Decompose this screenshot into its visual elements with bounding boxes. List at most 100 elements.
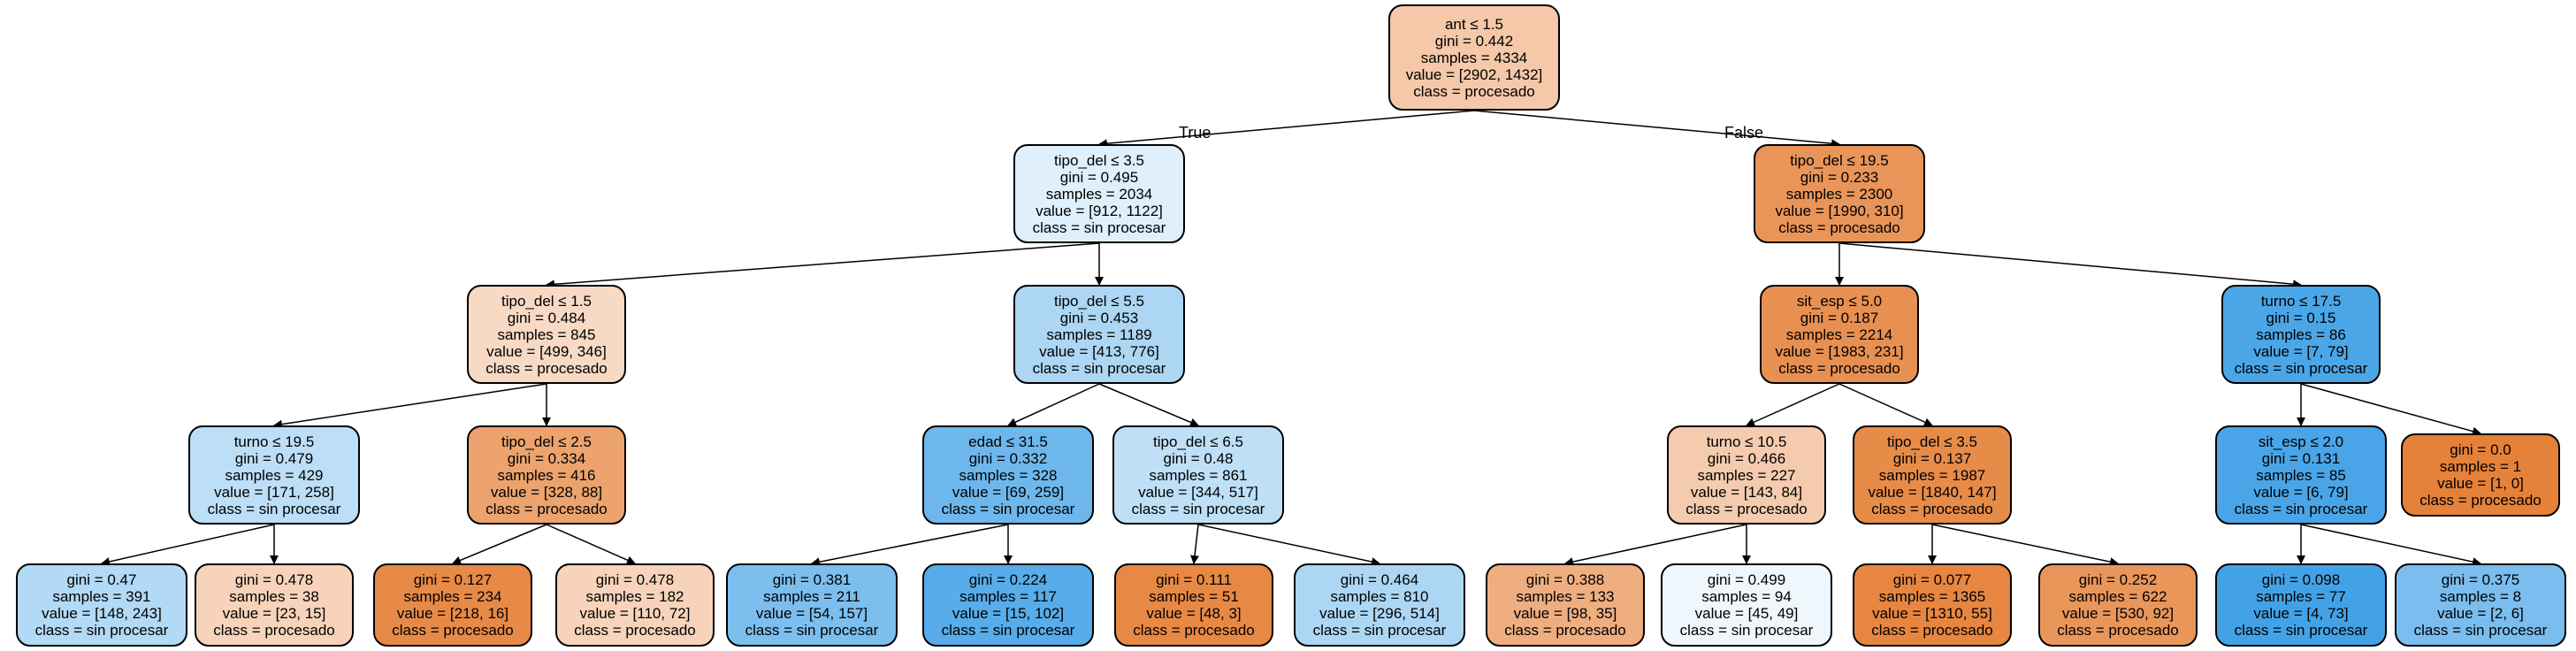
node-3-line-0: tipo_del ≤ 1.5 [501,292,592,310]
node-0-line-1: gini = 0.442 [1434,32,1514,50]
node-27-line-2: value = [4, 73] [2253,605,2349,622]
node-7-line-0: turno ≤ 19.5 [233,433,315,450]
node-13-line-2: samples = 85 [2256,466,2346,484]
node-0-line-2: samples = 4334 [1420,49,1528,66]
node-22-line-2: value = [296, 514] [1319,605,1440,622]
node-15-line-1: samples = 391 [52,588,151,605]
node-12-line-2: samples = 1987 [1878,466,1986,484]
node-20-line-2: value = [15, 102] [952,605,1065,622]
node-0-line-3: value = [2902, 1432] [1405,65,1543,83]
node-18-line-1: samples = 182 [585,588,684,605]
edge-4-9 [1007,383,1100,426]
edge-0-2 [1473,110,1840,149]
edge-13-28 [2300,524,2481,566]
node-22-line-1: samples = 810 [1330,588,1429,605]
node-14-line-3: class = procesado [2419,492,2542,509]
node-27-line-0: gini = 0.098 [2261,571,2341,588]
node-0-line-0: ant ≤ 1.5 [1444,15,1504,33]
node-5-line-2: samples = 2214 [1785,326,1893,343]
node-24-line-2: value = [45, 49] [1694,605,1799,622]
edge-label-false: False [1724,124,1764,142]
node-2-line-2: samples = 2300 [1785,185,1893,203]
node-17-line-1: samples = 234 [403,588,502,605]
node-18-line-3: class = procesado [574,622,696,639]
node-2-line-0: tipo_del ≤ 19.5 [1790,151,1889,169]
node-14-line-2: value = [1, 0] [2437,475,2524,492]
node-20-line-3: class = sin procesar [941,622,1075,639]
edge-3-7 [273,383,547,429]
node-21-line-3: class = procesado [1133,622,1255,639]
node-23-line-2: value = [98, 35] [1513,605,1617,622]
node-9-line-1: gini = 0.332 [968,449,1048,467]
node-8-line-2: samples = 416 [497,466,596,484]
node-22-line-0: gini = 0.464 [1340,571,1419,588]
node-2-line-4: class = procesado [1778,218,1900,236]
node-10-line-4: class = sin procesar [1131,500,1265,517]
edge-10-21 [1190,524,1199,564]
edge-10-22 [1197,524,1380,566]
node-10-line-1: gini = 0.48 [1163,449,1234,467]
node-20-line-1: samples = 117 [959,588,1057,605]
node-15-line-2: value = [148, 243] [42,605,162,622]
edge-label-true: True [1179,124,1212,142]
node-25-line-1: samples = 1365 [1878,588,1986,605]
node-12-line-4: class = procesado [1871,500,1993,517]
node-13-line-3: value = [6, 79] [2253,483,2349,501]
node-6-line-0: turno ≤ 17.5 [2260,292,2342,310]
node-3-line-3: value = [499, 346] [486,342,607,360]
node-12-line-3: value = [1840, 147] [1868,483,1997,501]
edge-9-19 [811,524,1009,567]
node-1-line-2: samples = 2034 [1045,185,1153,203]
node-2-line-1: gini = 0.233 [1800,168,1879,186]
node-14-line-1: samples = 1 [2439,458,2522,475]
node-28-line-1: samples = 8 [2439,588,2522,605]
node-15-line-3: class = sin procesar [34,622,169,639]
node-6-line-3: value = [7, 79] [2253,342,2349,360]
node-21-line-0: gini = 0.111 [1156,571,1232,588]
node-6-line-2: samples = 86 [2256,326,2346,343]
edge-2-6 [1838,242,2302,289]
node-8-line-1: gini = 0.334 [507,449,586,467]
node-12-line-1: gini = 0.137 [1892,449,1972,467]
edge-7-15 [101,524,275,566]
edge-1-3 [546,242,1100,289]
node-0-line-4: class = procesado [1413,82,1535,100]
node-16-line-2: value = [23, 15] [222,605,326,622]
node-9-line-3: value = [69, 259] [952,483,1065,501]
node-11-line-3: value = [143, 84] [1690,483,1803,501]
node-4-line-3: value = [413, 776] [1039,342,1159,360]
node-22-line-3: class = sin procesar [1312,622,1447,639]
node-18-line-0: gini = 0.478 [595,571,675,588]
node-13-line-1: gini = 0.131 [2261,449,2341,467]
node-21-line-2: value = [48, 3] [1146,605,1242,622]
node-13-line-0: sit_esp ≤ 2.0 [2258,433,2344,450]
node-8-line-0: tipo_del ≤ 2.5 [501,433,592,450]
edge-8-17 [452,524,547,565]
node-5-line-4: class = procesado [1778,359,1900,377]
node-5-line-3: value = [1983, 231] [1775,342,1904,360]
node-18-line-2: value = [110, 72] [579,605,691,622]
node-3-line-1: gini = 0.484 [507,309,586,326]
node-23-line-3: class = procesado [1504,622,1626,639]
node-8-line-4: class = procesado [485,500,608,517]
node-23-line-0: gini = 0.388 [1525,571,1605,588]
node-25-line-2: value = [1310, 55] [1872,605,1992,622]
node-1-line-3: value = [912, 1122] [1036,202,1163,219]
node-26-line-2: value = [530, 92] [2061,605,2175,622]
